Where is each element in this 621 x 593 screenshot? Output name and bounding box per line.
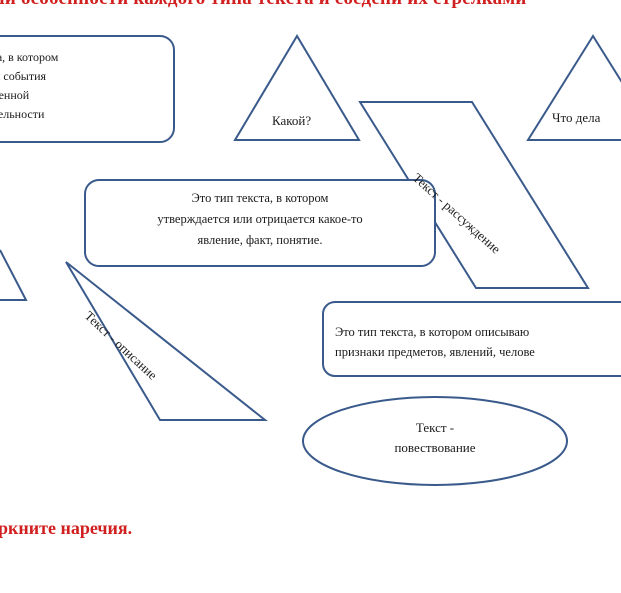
triangle-chto-delaet-label: Что дела xyxy=(552,110,601,125)
parallelogram-rassuzhdenie[interactable] xyxy=(358,101,590,289)
triangle-left-edge xyxy=(0,249,28,301)
box1-line: довательности xyxy=(0,107,45,121)
oval-line: повествование xyxy=(394,440,476,455)
definition-box-2[interactable] xyxy=(84,179,436,267)
definition-box-3-text: Это тип текста, в котором описываю призн… xyxy=(335,322,621,362)
box1-line: ределенной xyxy=(0,88,30,102)
definition-box-2-text: Это тип текста, в котором утверждается и… xyxy=(100,188,420,251)
box2-line: Это тип текста, в котором xyxy=(191,191,329,205)
box2-line: явление, факт, понятие. xyxy=(197,233,323,247)
triangle-kakoy-label: Какой? xyxy=(272,113,312,128)
oval-line: Текст - xyxy=(415,420,455,435)
box1-line: текста, в котором xyxy=(0,50,59,64)
triangle-chto-delaet[interactable] xyxy=(526,34,621,141)
task-heading: ли особенности каждого типа текста и сое… xyxy=(0,0,527,10)
box1-line: аются события xyxy=(0,69,47,83)
triangle-kakoy[interactable] xyxy=(233,34,361,141)
oval-povestvovanie[interactable] xyxy=(302,396,568,486)
parallelogram-opisanie[interactable] xyxy=(65,261,268,421)
definition-box-1[interactable] xyxy=(0,35,175,143)
box2-line: утверждается или отрицается какое-то xyxy=(157,212,363,226)
definition-box-3[interactable] xyxy=(322,301,621,377)
box3-line: признаки предметов, явлений, челове xyxy=(335,345,535,359)
box3-line: Это тип текста, в котором описываю xyxy=(335,325,530,339)
definition-box-1-text: текста, в котором аются события ределенн… xyxy=(0,48,160,124)
adverb-task-heading: ркните наречия. xyxy=(0,518,133,538)
oval-povestvovanie-text: Текст - повествование xyxy=(340,418,530,458)
